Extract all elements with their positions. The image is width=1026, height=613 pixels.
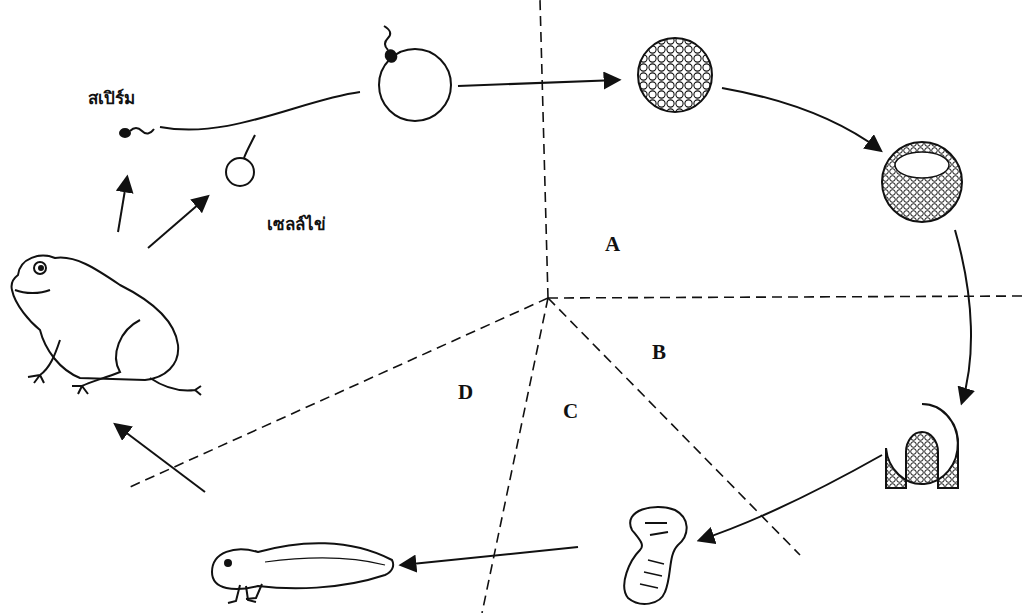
cycle-arrows (116, 80, 971, 565)
stage-letter: A (605, 232, 620, 257)
zygote (379, 26, 451, 121)
gastrula (886, 404, 958, 488)
gamete-label: สเปิร์ม (88, 88, 135, 108)
stage-letter: D (458, 380, 473, 405)
stage-letter: B (652, 340, 666, 365)
gamete-label: เซลล์ไข่ (267, 214, 326, 234)
tadpole (212, 543, 393, 603)
blastula (882, 142, 962, 222)
stage-letter: C (563, 399, 578, 424)
frog (11, 256, 201, 395)
gametes (120, 92, 360, 186)
embryo (624, 507, 686, 604)
morula (638, 38, 712, 112)
sector-lines (130, 0, 1026, 613)
